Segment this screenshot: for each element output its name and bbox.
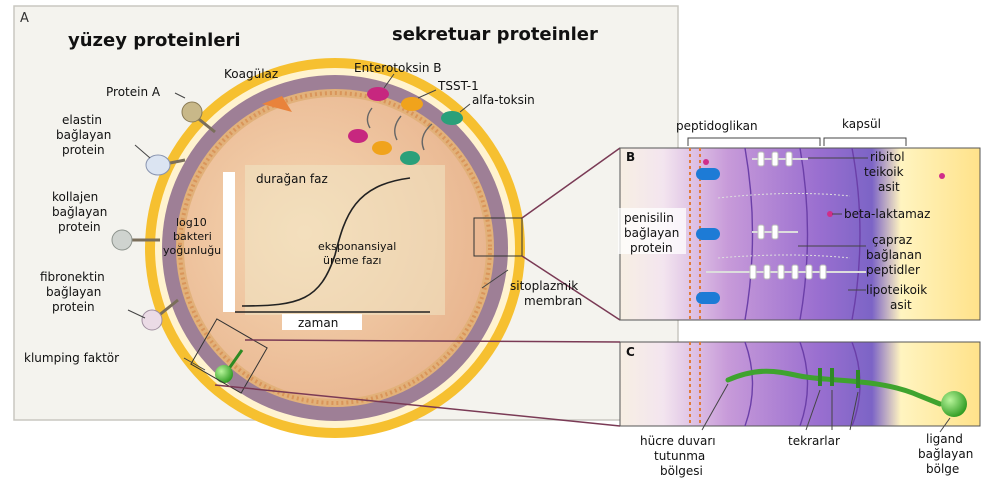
capsule-label: kapsül <box>842 117 881 131</box>
ylabel-line-1: log10 <box>176 216 207 229</box>
repeat-icon-3 <box>856 370 860 388</box>
ligand-binding-icon <box>941 391 967 417</box>
crosslinks-label-3: peptidler <box>866 263 920 277</box>
fibronectin-icon <box>142 310 162 330</box>
ribitol-label-2: teikoik <box>864 165 904 179</box>
pbp-label-3: protein <box>630 241 673 255</box>
clumping-factor-label: klumping faktör <box>24 351 119 365</box>
membrane-label-1: sitoplazmik <box>510 279 578 293</box>
collagen-label-2: bağlayan <box>52 205 107 219</box>
stationary-phase-label: durağan faz <box>256 172 328 186</box>
panel-c: C <box>620 342 980 426</box>
alpha-toxin-icon <box>441 111 463 125</box>
membrane-label-2: membran <box>524 294 582 308</box>
wall-anchor-label-2: tutunma <box>654 449 705 463</box>
beta-lactamase-dot-1 <box>703 159 709 165</box>
secretory-proteins-heading: sekretuar proteinler <box>392 24 598 45</box>
panel-a-label: A <box>20 11 29 26</box>
repeat-icon-1 <box>818 368 822 386</box>
y-axis-bar <box>223 172 235 312</box>
collagen-icon <box>112 230 132 250</box>
protein-a-icon <box>182 102 202 122</box>
beta-lactamase-label: beta-laktamaz <box>844 207 930 221</box>
enterotoxin-label: Enterotoksin B <box>354 61 442 75</box>
pbp-label-1: penisilin <box>624 211 674 225</box>
pbp-icon-2 <box>696 228 720 240</box>
repeats-label: tekrarlar <box>788 434 840 448</box>
ylabel-line-2: bakteri <box>173 230 212 243</box>
protein-a-label: Protein A <box>106 85 161 99</box>
ligand-label-1: ligand <box>926 432 963 446</box>
coagulase-label: Koagülaz <box>224 67 278 81</box>
peptidoglycan-label: peptidoglikan <box>676 119 758 133</box>
wall-anchor-label-3: bölgesi <box>660 464 703 478</box>
repeat-icon-2 <box>830 368 834 386</box>
elastin-label-1: elastin <box>62 113 102 127</box>
tsst-icon <box>401 97 423 111</box>
panel-c-label: C <box>626 345 635 359</box>
panel-b-label: B <box>626 150 635 164</box>
pbp-icon-1 <box>696 168 720 180</box>
elastin-label-3: protein <box>62 143 105 157</box>
clumping-factor-icon <box>215 365 233 383</box>
xlabel: zaman <box>298 316 338 330</box>
lipoteichoic-label-2: asit <box>890 298 912 312</box>
pbp-label-2: bağlayan <box>624 226 679 240</box>
collagen-label-1: kollajen <box>52 190 98 204</box>
crosslinks-label-1: çapraz <box>872 233 912 247</box>
ligand-label-3: bölge <box>926 462 959 476</box>
crosslinks-label-2: bağlanan <box>866 248 922 262</box>
pbp-icon-3 <box>696 292 720 304</box>
lipoteichoic-label-1: lipoteikoik <box>866 283 927 297</box>
enterotoxin-icon <box>367 87 389 101</box>
fibronectin-label-3: protein <box>52 300 95 314</box>
surface-proteins-heading: yüzey proteinleri <box>68 30 241 51</box>
ribitol-label-3: asit <box>878 180 900 194</box>
elastin-label-2: bağlayan <box>56 128 111 142</box>
fibronectin-label-2: bağlayan <box>46 285 101 299</box>
alpha-toxin-label: alfa-toksin <box>472 93 535 107</box>
ribitol-label-1: ribitol <box>870 150 905 164</box>
tsst-label: TSST-1 <box>437 79 479 93</box>
wall-anchor-label-1: hücre duvarı <box>640 434 716 448</box>
collagen-label-3: protein <box>58 220 101 234</box>
ligand-label-2: bağlayan <box>918 447 973 461</box>
beta-lactamase-dot-3 <box>939 173 945 179</box>
ylabel-line-3: yoğunluğu <box>163 244 221 257</box>
exponential-label-2: üreme fazı <box>323 254 381 267</box>
panel-c-frame <box>620 342 980 426</box>
exponential-label-1: eksponansiyal <box>318 240 396 253</box>
fibronectin-label-1: fibronektin <box>40 270 105 284</box>
